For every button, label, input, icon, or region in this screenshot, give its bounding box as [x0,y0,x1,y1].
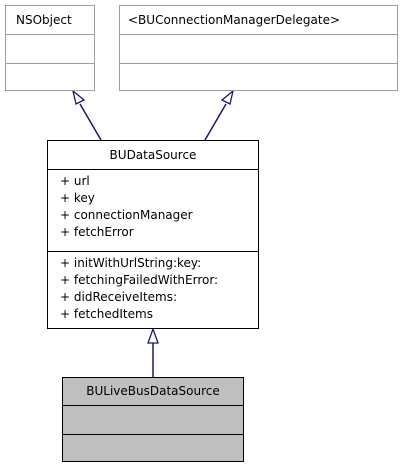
methods-section-datasource: + initWithUrlString:key: + fetchingFaile… [48,251,258,328]
methods-section-delegate [120,63,397,90]
class-box-datasource: BUDataSource + url + key + connectionMan… [47,140,259,329]
arrowhead-delegate [220,89,235,105]
class-box-nsobject: NSObject [5,5,95,91]
attribute-key: + key [60,191,95,205]
methods-section-livebus [63,434,243,461]
methods-section-nsobject [6,63,94,90]
class-name-datasource: BUDataSource [109,148,197,162]
class-name-delegate: <BUConnectionManagerDelegate> [128,13,341,27]
attributes-section-delegate [120,34,397,63]
arrowhead-datasource [147,327,159,344]
class-name-nsobject: NSObject [16,13,72,27]
method-fetched-items: + fetchedItems [60,307,153,321]
method-list: + initWithUrlString:key: + fetchingFaile… [48,252,258,323]
attributes-section-livebus [63,405,243,434]
method-fetching-failed: + fetchingFailedWithError: [60,273,219,287]
edge-datasource-nsobject [79,103,102,141]
arrowhead-nsobject [71,89,86,105]
attributes-section-datasource: + url + key + connectionManager + fetchE… [48,169,258,251]
attributes-section-nsobject [6,34,94,63]
class-box-delegate: <BUConnectionManagerDelegate> [119,5,398,91]
class-box-livebus: BULiveBusDataSource [62,377,244,462]
attribute-fetch-error: + fetchError [60,225,134,239]
edge-datasource-delegate [204,103,227,141]
attribute-url: + url [60,174,90,188]
method-init-with-url-string: + initWithUrlString:key: [60,256,202,270]
class-name-livebus: BULiveBusDataSource [86,384,220,398]
method-did-receive-items: + didReceiveItems: [60,290,178,304]
attribute-list: + url + key + connectionManager + fetchE… [48,170,258,241]
attribute-connection-manager: + connectionManager [60,208,193,222]
